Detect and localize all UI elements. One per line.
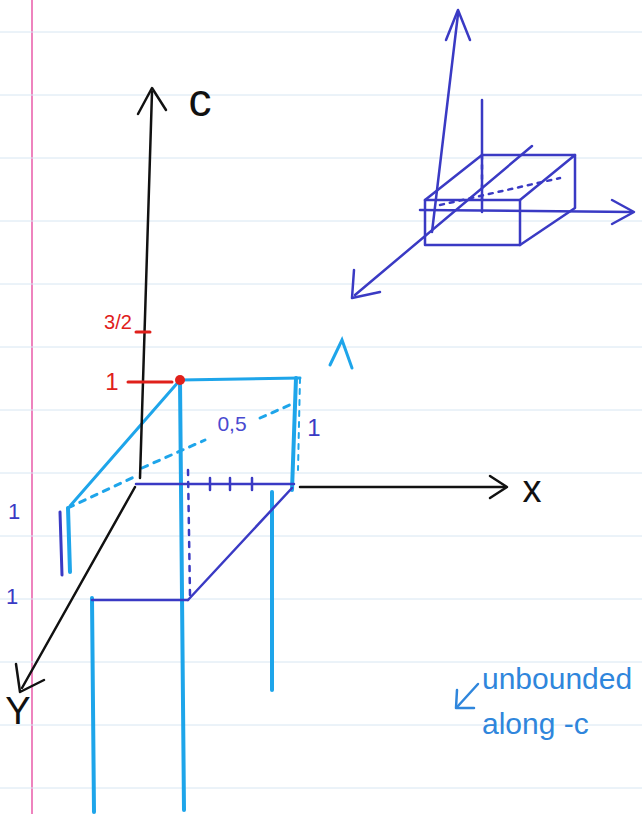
note-arrow [458, 684, 478, 706]
note-arrow [456, 690, 474, 708]
ruled-lines [0, 158, 642, 159]
thumbnail-sketch [440, 178, 560, 205]
base-face [188, 488, 292, 600]
ruled-lines [0, 347, 642, 348]
axis-label: c [189, 75, 212, 126]
unbounded-edges [292, 378, 296, 490]
axis-label: Y [5, 691, 30, 733]
edge-value: 1 [6, 585, 18, 609]
ruled-lines [0, 473, 642, 474]
thumbnail-sketch [420, 210, 632, 212]
note-text: unbounded along -c [482, 656, 638, 746]
axis-marks [128, 332, 185, 385]
edge-value: 0,5 [217, 412, 246, 435]
coordinate-axes [138, 88, 166, 114]
coordinate-axes [16, 88, 507, 692]
unbounded-edges [68, 378, 296, 812]
base-face [136, 483, 294, 486]
axis-marks [128, 381, 172, 384]
tick-value: 3/2 [104, 311, 132, 333]
thumbnail-sketch [352, 10, 634, 298]
top-face [180, 378, 300, 380]
thumbnail-sketch [481, 155, 484, 200]
ruled-lines [0, 95, 642, 96]
ruled-lines [0, 536, 642, 537]
top-face [260, 404, 292, 418]
base-face [92, 599, 188, 602]
ruled-lines [0, 284, 642, 285]
ruled-lines [0, 32, 642, 788]
margin-line [32, 0, 33, 814]
top-face [298, 378, 300, 470]
top-face [68, 340, 352, 508]
edge-value: 1 [8, 500, 20, 524]
ruled-lines [0, 221, 642, 222]
coordinate-axes [300, 486, 505, 489]
top-face [70, 380, 180, 506]
thumbnail-sketch [612, 200, 634, 224]
thumbnail-sketch [355, 146, 532, 295]
coordinate-axes [140, 92, 152, 478]
ruled-lines [0, 599, 642, 600]
coordinate-axes [490, 476, 507, 498]
base-face [60, 512, 62, 575]
axis-marks [175, 375, 185, 385]
base-face [210, 478, 252, 490]
coordinate-axes [16, 664, 44, 692]
base-face [188, 470, 190, 595]
top-face [300, 362, 316, 394]
base-face [60, 470, 294, 600]
thumbnail-sketch [425, 200, 520, 245]
thumbnail-sketch [352, 270, 380, 298]
unbounded-edges [68, 508, 70, 572]
axis-marks [136, 331, 150, 334]
margin-line [31, 0, 33, 814]
top-face [330, 340, 352, 368]
coordinate-axes [22, 487, 135, 688]
edge-value: 1 [307, 415, 320, 441]
unbounded-edges [180, 380, 184, 810]
axis-label: x [523, 469, 542, 511]
unbounded-edges [92, 598, 94, 812]
thumbnail-sketch [520, 155, 575, 245]
unbounded-edges [270, 492, 274, 690]
note-arrow [456, 684, 478, 708]
tick-value: 1 [105, 369, 118, 395]
thumbnail-sketch [446, 10, 470, 40]
ruled-lines [0, 32, 642, 33]
ruled-lines [0, 410, 642, 411]
ruled-lines [0, 788, 642, 789]
top-face [142, 440, 205, 468]
thumbnail-sketch [425, 155, 575, 200]
